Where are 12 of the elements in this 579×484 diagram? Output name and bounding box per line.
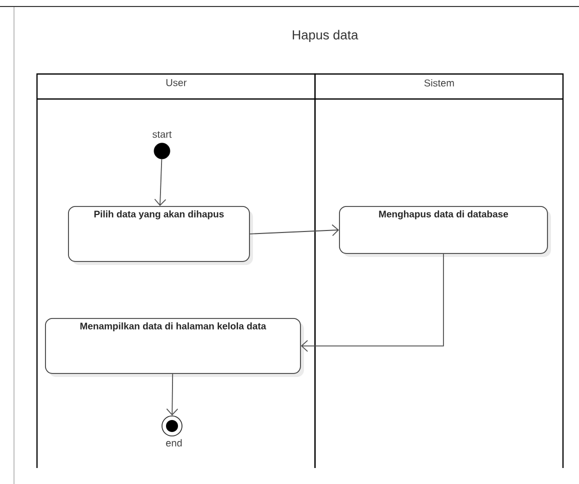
arrow bbox=[300, 253, 444, 352]
start-node bbox=[154, 142, 170, 160]
arrow bbox=[249, 224, 339, 236]
end-node bbox=[162, 416, 182, 436]
arrow bbox=[166, 373, 178, 416]
node-label: end bbox=[166, 439, 182, 447]
arrow bbox=[154, 158, 166, 206]
node-label: start bbox=[152, 131, 172, 138]
action-box: Pilih data yang akan dihapus bbox=[68, 206, 250, 262]
action-box: Menghapus data di database bbox=[339, 206, 548, 254]
diagram-title: Hapus data bbox=[292, 30, 358, 42]
action-box: Menampilkan data di halaman kelola data bbox=[45, 318, 301, 374]
